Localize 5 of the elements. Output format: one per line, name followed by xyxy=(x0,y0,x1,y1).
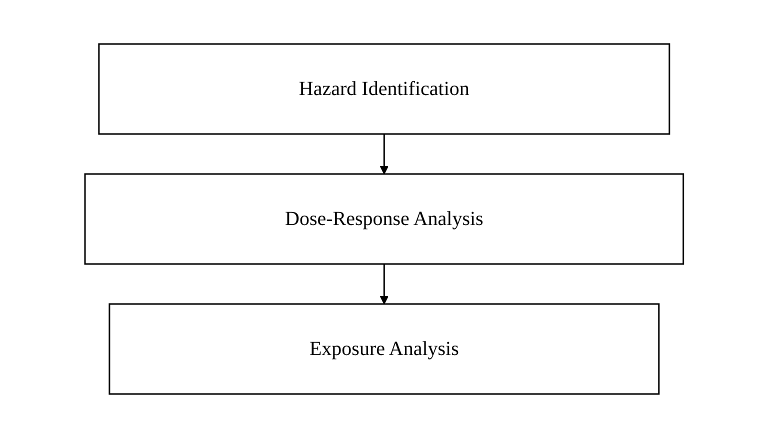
node-box: Hazard Identification xyxy=(98,43,670,135)
arrow xyxy=(380,134,388,174)
node-box: Exposure Analysis xyxy=(108,303,660,395)
arrow xyxy=(380,264,388,304)
node-box: Dose-Response Analysis xyxy=(84,173,684,265)
